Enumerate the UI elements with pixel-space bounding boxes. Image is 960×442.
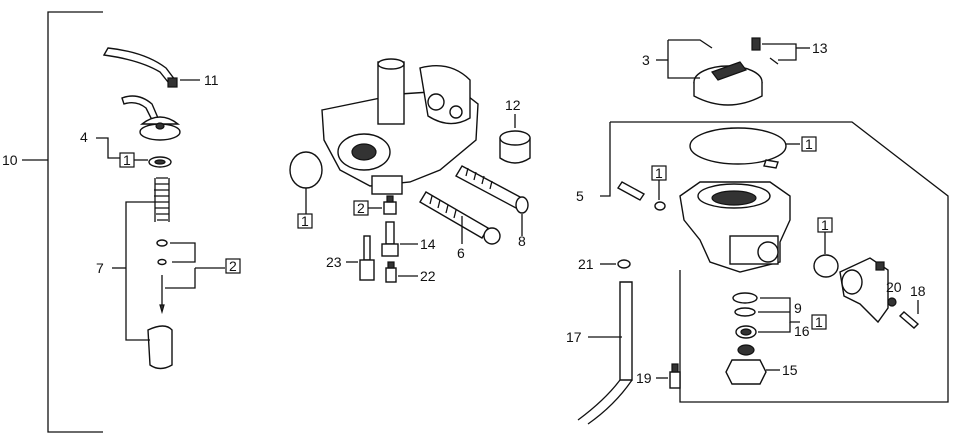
chamber-gasket: [689, 127, 787, 165]
drain-bolt-19: [669, 363, 681, 389]
label-3: 3: [642, 52, 650, 68]
ref-1-gasket: 1: [805, 136, 813, 152]
air-screw-8: [455, 165, 529, 214]
label-8: 8: [518, 233, 526, 249]
label-22: 22: [420, 268, 436, 284]
needle-jet-14: [381, 221, 399, 257]
ref-box-1-gasket: [801, 136, 817, 152]
throttle-stop-screw-6: [419, 191, 501, 245]
label-10: 10: [2, 152, 18, 168]
ref-2-middle: 2: [357, 200, 365, 216]
ref-2-left: 2: [229, 258, 237, 274]
label-23: 23: [326, 254, 342, 270]
ref-1-left: 1: [123, 152, 131, 168]
label-11: 11: [204, 72, 219, 88]
label-4: 4: [80, 129, 88, 145]
label-7: 7: [96, 260, 104, 276]
jet-screw: [383, 195, 397, 215]
ref-1-lower: 1: [815, 314, 823, 330]
ref-box-1-lower: [811, 314, 827, 330]
ref-1-drain: 1: [655, 165, 663, 181]
screw-13: [751, 37, 779, 65]
float-chamber-cap-4: [121, 95, 181, 168]
label-5: 5: [576, 188, 584, 204]
washer-16: [735, 325, 757, 339]
float-spring-7: [154, 177, 170, 222]
o-ring-right: [813, 254, 839, 278]
label-15: 15: [782, 362, 798, 378]
ref-box-2-left: [225, 258, 241, 274]
label-13: 13: [812, 40, 828, 56]
top-cap-3: [693, 61, 763, 106]
label-6: 6: [457, 245, 465, 261]
slow-jet-22: [385, 261, 397, 283]
drain-screw: [616, 181, 666, 211]
ref-box-1-middle: [297, 213, 313, 229]
label-12: 12: [505, 97, 521, 113]
label-17: 17: [566, 329, 582, 345]
o-ring-middle: [289, 151, 323, 189]
label-16: 16: [794, 323, 810, 339]
drain-tube-17: [577, 281, 633, 425]
ring-9a: [732, 292, 758, 304]
vent-tube-11: [102, 47, 200, 88]
label-20: 20: [886, 279, 902, 295]
plug-12: [499, 130, 531, 164]
drain-plug-15: [725, 344, 767, 385]
ref-1-middle: 1: [301, 213, 309, 229]
label-18: 18: [910, 283, 926, 299]
label-9: 9: [794, 300, 802, 316]
label-14: 14: [420, 236, 436, 252]
label-21: 21: [578, 256, 594, 272]
choke-valve-assembly: [839, 257, 920, 329]
main-jet-23: [359, 235, 375, 281]
carburetor-body: [321, 58, 479, 195]
float-chamber-body: [679, 181, 791, 273]
cap-21: [617, 259, 631, 269]
label-19: 19: [636, 370, 652, 386]
ref-1-right: 1: [821, 217, 829, 233]
clip-parts: [147, 239, 173, 370]
bracket-10: [22, 11, 103, 433]
ring-9b: [734, 307, 756, 317]
